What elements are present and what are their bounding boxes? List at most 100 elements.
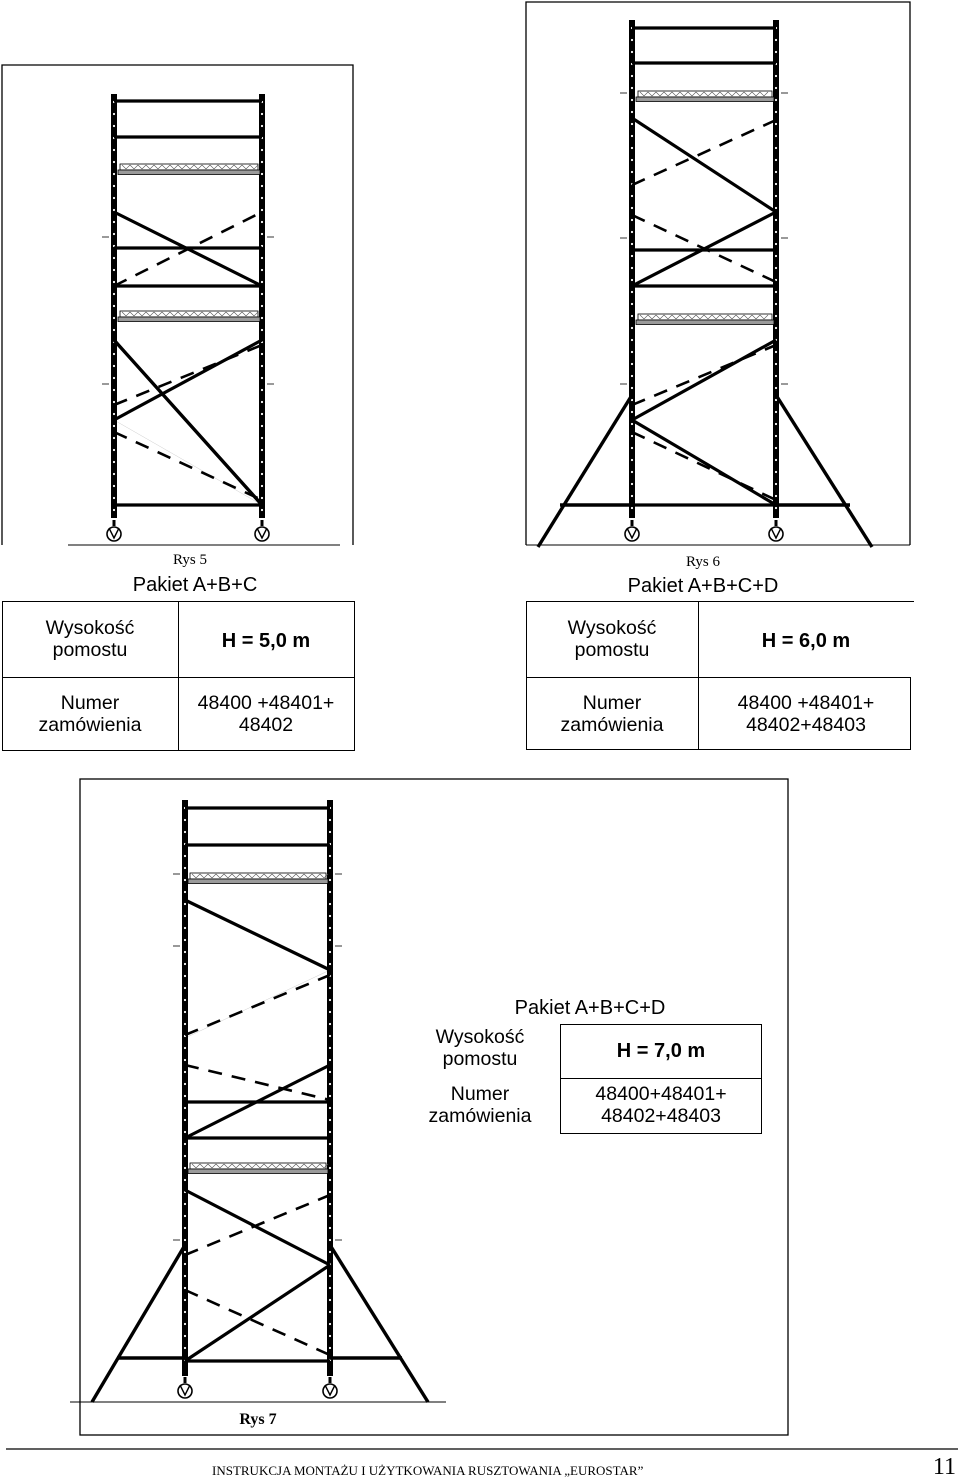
post-hole: [774, 482, 778, 486]
post-hole: [328, 1142, 332, 1146]
post-hole: [260, 472, 264, 476]
post-hole: [260, 352, 264, 356]
post-hole: [183, 926, 187, 930]
post-hole: [774, 506, 778, 510]
post-hole: [630, 110, 634, 114]
fig7-order-label-line1: Numer: [450, 1083, 510, 1105]
post-hole: [112, 376, 116, 380]
platform-deck: [119, 163, 259, 171]
fig7-package-title: Pakiet A+B+C+D: [514, 997, 666, 1019]
post-hole: [183, 1154, 187, 1158]
post-hole: [183, 866, 187, 870]
post-hole: [260, 376, 264, 380]
post-hole: [774, 254, 778, 258]
post-hole: [328, 998, 332, 1002]
post-hole: [183, 854, 187, 858]
fig7-height-label-line1: Wysokość: [435, 1026, 525, 1048]
fig6-caption: Rys 6: [686, 554, 720, 570]
post-hole: [774, 194, 778, 198]
post-hole: [183, 986, 187, 990]
post-hole: [112, 508, 116, 512]
post-hole: [328, 1070, 332, 1074]
post-hole: [328, 1118, 332, 1122]
post-hole: [328, 950, 332, 954]
post-hole: [328, 1022, 332, 1026]
post-hole: [328, 1346, 332, 1350]
diagonal-brace-rear: [184, 1288, 331, 1357]
fig7-caption: Rys 7: [239, 1411, 277, 1428]
post-hole: [774, 134, 778, 138]
fig6-height-label-line1: Wysokość: [567, 617, 657, 639]
fig7-order-label-line2: zamówienia: [428, 1105, 532, 1128]
post-hole: [183, 1262, 187, 1266]
post-hole: [183, 1310, 187, 1314]
post-hole: [328, 1130, 332, 1134]
post-hole: [112, 268, 116, 272]
post-hole: [112, 220, 116, 224]
post-hole: [112, 148, 116, 152]
post-hole: [630, 134, 634, 138]
post-hole: [260, 256, 264, 260]
post-hole: [328, 1214, 332, 1218]
post-hole: [260, 148, 264, 152]
post-hole: [183, 902, 187, 906]
platform-beam: [117, 316, 261, 322]
post-hole: [630, 326, 634, 330]
post-hole: [630, 338, 634, 342]
post-hole: [183, 1226, 187, 1230]
post-hole: [183, 1334, 187, 1338]
fig7-table-hdivider: [560, 1078, 762, 1080]
post-hole: [774, 290, 778, 294]
post-hole: [328, 1274, 332, 1278]
diagonal-brace: [631, 116, 777, 214]
post-hole: [774, 230, 778, 234]
post-hole: [328, 878, 332, 882]
post-hole: [112, 496, 116, 500]
fig7-height-label-line2: pomostu: [442, 1048, 518, 1071]
post-hole: [630, 158, 634, 162]
diagonal-brace: [184, 1263, 331, 1363]
diagonal-brace-rear: [631, 213, 777, 284]
post-hole: [328, 902, 332, 906]
post-hole: [774, 50, 778, 54]
post-hole: [630, 206, 634, 210]
platform-hatch: [121, 164, 259, 170]
post-hole: [260, 196, 264, 200]
post-hole: [112, 256, 116, 260]
post-hole: [774, 446, 778, 450]
post-hole: [260, 112, 264, 116]
post-hole: [260, 436, 264, 440]
post-hole: [774, 434, 778, 438]
post-hole: [260, 268, 264, 272]
post-hole: [260, 424, 264, 428]
post-hole: [328, 1010, 332, 1014]
post-hole: [774, 422, 778, 426]
post-hole: [328, 1190, 332, 1194]
post-hole: [260, 172, 264, 176]
fig5-package-title: Pakiet A+B+C: [132, 574, 258, 596]
post-hole: [774, 158, 778, 162]
post-hole: [112, 436, 116, 440]
post-hole: [112, 352, 116, 356]
post-hole: [774, 122, 778, 126]
diagonal-brace-rear: [631, 118, 777, 187]
post-hole: [774, 170, 778, 174]
post-hole: [774, 398, 778, 402]
fig7-height-value: H = 7,0 m: [616, 1040, 706, 1062]
post-hole: [183, 1130, 187, 1134]
platform-hatch: [121, 311, 259, 317]
post-hole: [328, 830, 332, 834]
post-hole: [630, 398, 634, 402]
platform-beam: [187, 878, 329, 884]
post-hole: [630, 506, 634, 510]
post-hole: [630, 146, 634, 150]
post-hole: [112, 172, 116, 176]
post-hole: [183, 1118, 187, 1122]
post-hole: [328, 1310, 332, 1314]
post-hole: [183, 1094, 187, 1098]
post-hole: [112, 364, 116, 368]
post-hole: [328, 1178, 332, 1182]
diagonal-brace: [631, 338, 777, 422]
platform-hatch: [639, 91, 769, 97]
